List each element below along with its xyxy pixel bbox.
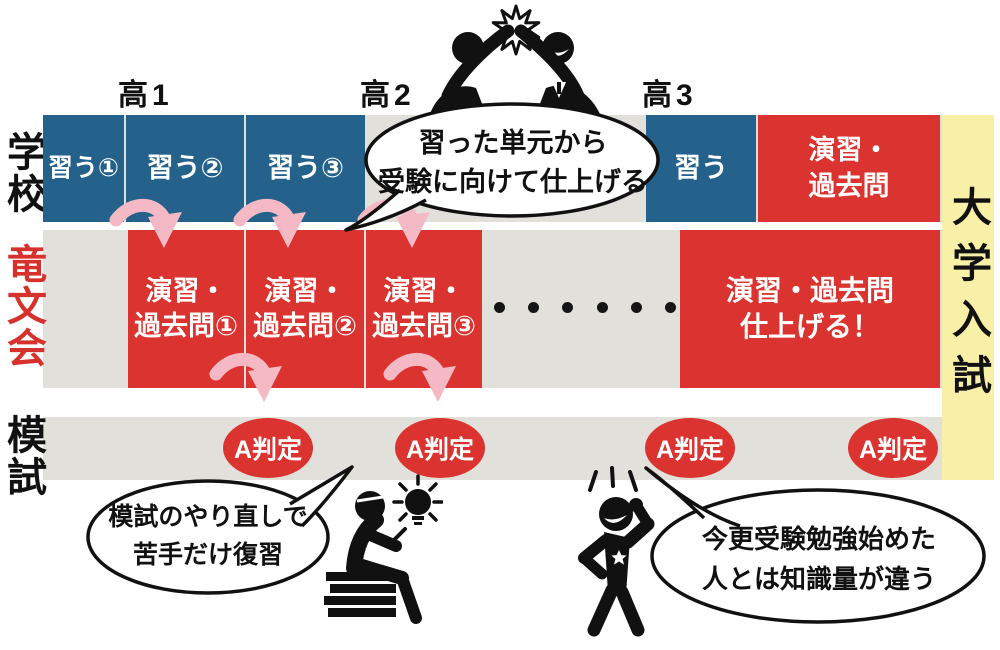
- school-learn-box-1: 習う①: [43, 115, 124, 222]
- speech-top-line1: 習った単元から: [418, 128, 608, 158]
- speech-top-line2: 受験に向けて仕上げる: [378, 167, 648, 198]
- school-final-box: 演習・ 過去問: [758, 115, 940, 222]
- curved-arrow-icon: [108, 196, 188, 256]
- timeline-ellipsis-dots: [494, 302, 676, 313]
- juku-box-2: 演習・ 過去問②: [246, 230, 364, 388]
- juku-box-1: 演習・ 過去問①: [128, 230, 244, 388]
- dot: [596, 302, 608, 313]
- dot: [664, 302, 676, 313]
- speech-bl-line1: 模試のやり直しで: [108, 503, 308, 531]
- dot: [562, 302, 574, 313]
- studying-person-icon: [324, 474, 443, 624]
- speech-bubble-bottom-left-text: 模試のやり直しで 苦手だけ復習: [93, 499, 323, 574]
- speech-bl-line2: 苦手だけ復習: [132, 540, 283, 569]
- juku-box-1-line1: 演習・: [145, 275, 227, 306]
- speech-bubble-bottom-right-text: 今更受験勉強始めた 人とは知識量が違う: [663, 519, 975, 600]
- a-rating-badge-3: A判定: [645, 418, 735, 478]
- juku-box-2-line1: 演習・: [264, 275, 346, 306]
- moshi-row-band: [43, 417, 942, 480]
- speech-br-line2: 人とは知識量が違う: [701, 564, 936, 595]
- dot: [528, 302, 540, 313]
- school-final-line1: 演習・: [808, 135, 890, 166]
- dot: [494, 302, 505, 313]
- a-rating-badge-1: A判定: [223, 418, 313, 478]
- speech-bubble-top-text: 習った単元から 受験に向けて仕上げる: [363, 124, 663, 202]
- curved-arrow-icon: [382, 350, 462, 410]
- dot: [630, 302, 642, 313]
- row-label-moshi: 模試: [1, 414, 45, 498]
- juku-box-2-line2: 過去問②: [253, 311, 357, 341]
- speech-bubble-bottom-right: [644, 466, 986, 624]
- a-rating-badge-2: A判定: [395, 418, 485, 478]
- school-learn-box-3: 習う③: [246, 115, 365, 222]
- juku-box-3-line2: 過去問③: [372, 311, 476, 341]
- goal-banner-text: 大学入試: [946, 185, 990, 410]
- grade-label-k3: 高3: [642, 79, 697, 112]
- speech-br-line1: 今更受験勉強始めた: [701, 524, 936, 554]
- juku-final-line2: 仕上げる！: [739, 311, 880, 342]
- speech-bubble-bottom-left: [86, 465, 354, 595]
- grade-label-k1: 高1: [118, 79, 173, 112]
- juku-final-line1: 演習・過去問: [725, 274, 894, 306]
- row-label-juku: 竜文会: [1, 243, 45, 369]
- school-learn-box-h3: 習う: [646, 115, 756, 222]
- speech-bubble-top: [344, 102, 660, 232]
- juku-box-3-line1: 演習・: [383, 275, 465, 306]
- goal-banner: 大学入試: [942, 115, 994, 480]
- curved-arrow-icon: [232, 196, 312, 256]
- school-final-line2: 過去問: [808, 170, 890, 201]
- juku-final-box: 演習・過去問 仕上げる！: [680, 230, 940, 388]
- curved-arrow-icon: [208, 350, 288, 410]
- juku-box-1-line2: 過去問①: [134, 311, 238, 341]
- grade-label-k2: 高2: [360, 79, 415, 112]
- row-label-school: 学校: [1, 131, 45, 215]
- flexing-person-icon: [578, 466, 655, 637]
- a-rating-badge-4: A判定: [848, 418, 938, 478]
